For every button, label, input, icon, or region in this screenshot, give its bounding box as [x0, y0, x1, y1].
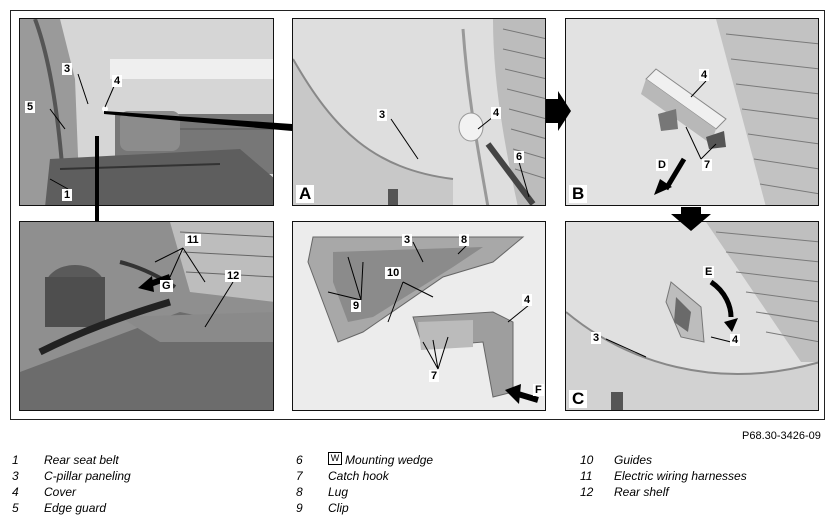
panel-letter-b: B	[569, 185, 588, 203]
panel-a: 3 4 6 A	[292, 18, 546, 206]
callout-4: 4	[699, 69, 710, 81]
callout-6: 6	[514, 151, 525, 163]
callout-1: 1	[62, 189, 73, 201]
callout-3: 3	[62, 63, 73, 75]
legend-item: 1 Rear seat belt	[12, 452, 131, 468]
panel-parts: 3 8 10 9 4 7 F	[292, 221, 546, 411]
callout-4: 4	[730, 334, 741, 346]
legend-label: Lug	[328, 485, 349, 499]
legend-column-1: 1 Rear seat belt 3 C-pillar paneling 4 Cove…	[12, 452, 131, 516]
legend-label: Cover	[44, 485, 77, 499]
callout-10: 10	[385, 267, 402, 279]
callout-12: 12	[225, 270, 242, 282]
legend-number: 7	[296, 469, 303, 483]
legend-number: 5	[12, 501, 19, 515]
callout-d: D	[656, 159, 668, 171]
callout-g: G	[160, 280, 173, 292]
callout-4: 4	[112, 75, 123, 87]
legend-number: 10	[580, 453, 594, 467]
legend-label: C-pillar paneling	[44, 469, 131, 483]
overview-illustration	[20, 19, 273, 205]
callout-5: 5	[25, 101, 36, 113]
legend-item: 8 Lug	[296, 484, 433, 500]
panel-b: 4 7 D B	[565, 18, 819, 206]
legend-item: 9 Clip	[296, 500, 433, 516]
figure-reference-code: P68.30-3426-09	[742, 430, 821, 442]
legend-item: 12 Rear shelf	[580, 484, 747, 500]
legend-label: Mounting wedge	[345, 453, 434, 467]
legend-number: 3	[12, 469, 19, 483]
panel-c-illustration	[566, 222, 818, 410]
legend-label: Guides	[614, 453, 653, 467]
wiring-illustration	[20, 222, 273, 410]
panel-c: E 3 4 C	[565, 221, 819, 411]
callout-3: 3	[402, 234, 413, 246]
panel-wiring: 11 G 12	[19, 221, 274, 411]
wedge-tool-icon: W	[328, 452, 342, 465]
callout-4: 4	[522, 294, 533, 306]
legend-label: Clip	[328, 501, 349, 515]
legend-column-3: 10 Guides 11 Electric wiring harnesses 12 R…	[580, 452, 747, 500]
legend-label: Rear seat belt	[44, 453, 119, 467]
legend-label: Edge guard	[44, 501, 107, 515]
panel-letter-c: C	[569, 390, 588, 408]
parts-illustration	[293, 222, 545, 410]
legend-item: 11 Electric wiring harnesses	[580, 468, 747, 484]
figure-frame: 3 4 5 1 3 4 6 A	[10, 10, 825, 420]
legend-item: 7 Catch hook	[296, 468, 433, 484]
legend-number: 11	[580, 469, 593, 483]
callout-e: E	[703, 266, 715, 278]
legend-item: 5 Edge guard	[12, 500, 131, 516]
callout-4: 4	[491, 107, 502, 119]
legend-label: Catch hook	[328, 469, 389, 483]
callout-3: 3	[377, 109, 388, 121]
legend-number: 1	[12, 453, 19, 467]
legend-number: 8	[296, 485, 303, 499]
callout-3: 3	[591, 332, 602, 344]
callout-f: F	[533, 384, 544, 396]
legend-number: 6	[296, 453, 303, 467]
legend-item: 3 C-pillar paneling	[12, 468, 131, 484]
legend-label: Electric wiring harnesses	[614, 469, 747, 483]
legend-number: 9	[296, 501, 303, 515]
panel-letter-a: A	[296, 185, 315, 203]
callout-7: 7	[702, 159, 713, 171]
legend-number: 12	[580, 485, 594, 499]
panel-overview: 3 4 5 1	[19, 18, 274, 206]
legend-item: 10 Guides	[580, 452, 747, 468]
legend-number: 4	[12, 485, 19, 499]
callout-8: 8	[459, 234, 470, 246]
callout-9: 9	[351, 300, 362, 312]
legend-item: 4 Cover	[12, 484, 131, 500]
callout-11: 11	[185, 234, 201, 246]
callout-7: 7	[429, 370, 440, 382]
panel-b-illustration	[566, 19, 818, 205]
legend-label: Rear shelf	[614, 485, 669, 499]
panel-a-illustration	[293, 19, 545, 205]
